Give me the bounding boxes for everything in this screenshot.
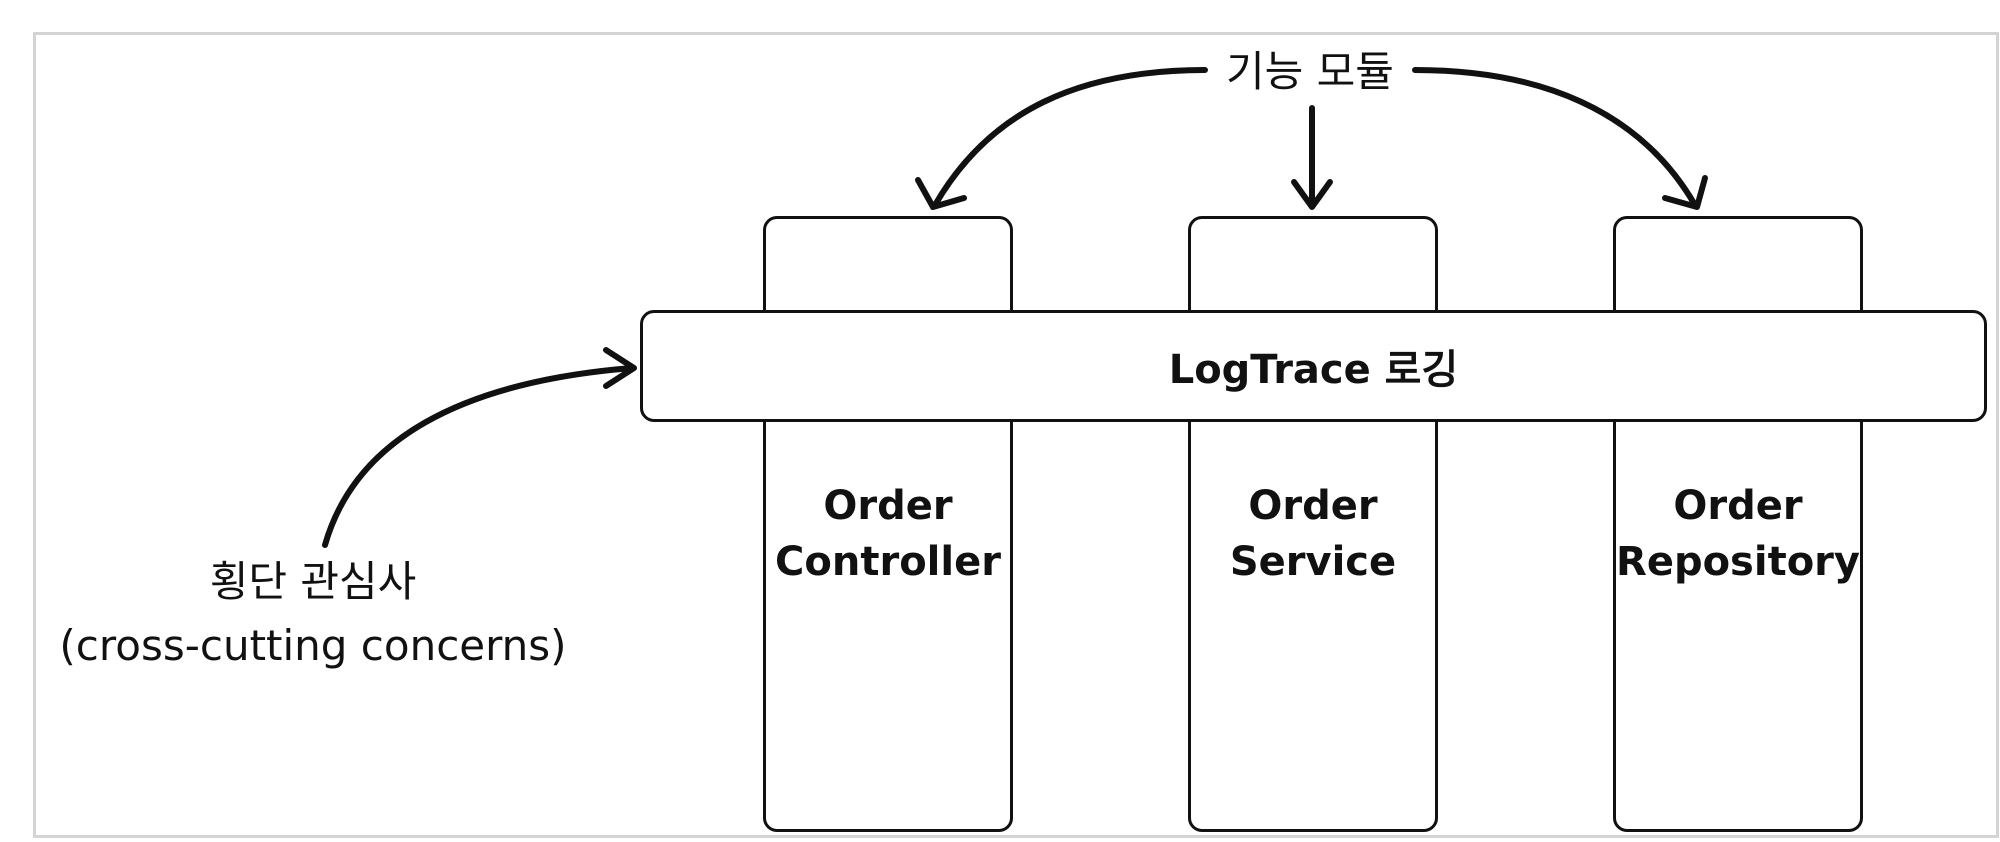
order-service-label: Order Service (1188, 478, 1438, 590)
order-controller-label: Order Controller (763, 478, 1013, 590)
order-service-label-line1: Order (1248, 483, 1378, 529)
order-controller-label-line2: Controller (775, 539, 1001, 585)
order-service-label-line2: Service (1229, 539, 1397, 585)
cross-cutting-label-ko: 횡단 관심사 (209, 557, 417, 606)
logtrace-bar: LogTrace 로깅 (640, 310, 1987, 422)
cross-cutting-label: 횡단 관심사 (cross-cutting concerns) (28, 550, 598, 678)
order-repository-label: Order Repository (1613, 478, 1863, 590)
order-repository-label-line2: Repository (1616, 539, 1860, 585)
logtrace-bar-label: LogTrace 로깅 (1168, 347, 1459, 393)
order-controller-label-line1: Order (823, 483, 953, 529)
module-label: 기능 모듈 (1200, 38, 1420, 99)
cross-cutting-label-en: (cross-cutting concerns) (59, 621, 567, 670)
order-repository-label-line1: Order (1673, 483, 1803, 529)
